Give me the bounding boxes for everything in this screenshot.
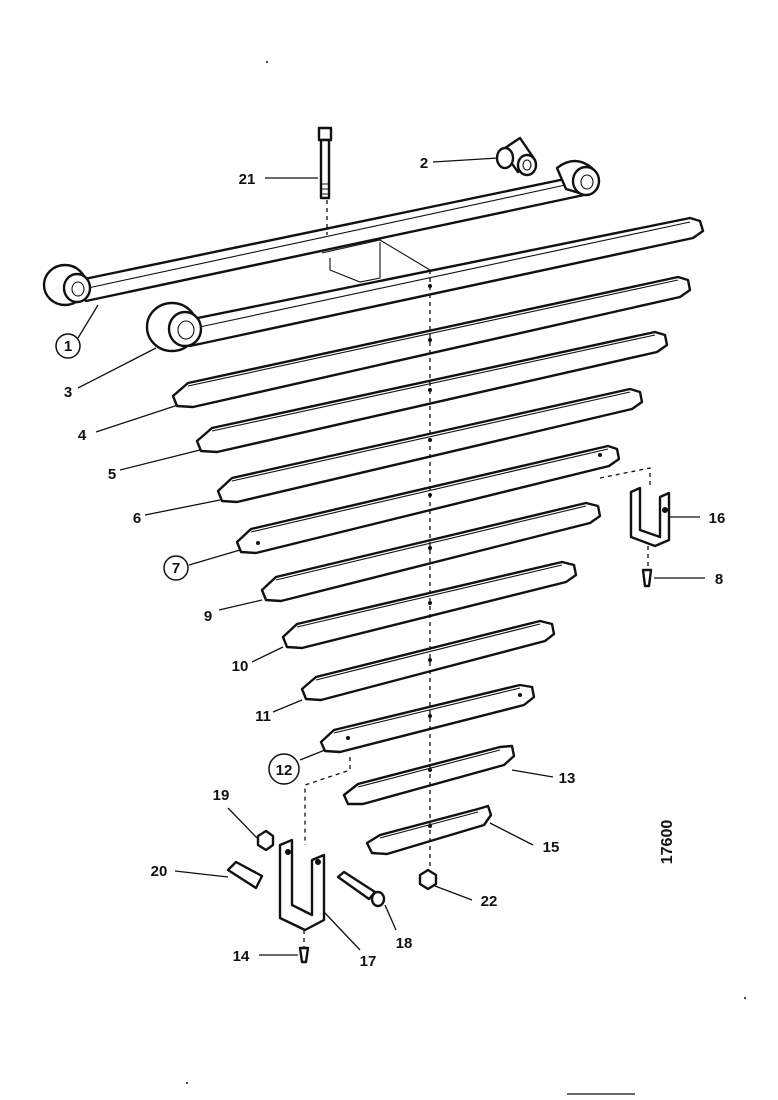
- leaf-13: [342, 744, 516, 806]
- part-label-6: 6: [133, 510, 141, 527]
- part-label-18: 18: [396, 935, 413, 952]
- leaf-10: [281, 560, 578, 650]
- leaf-1-main: [42, 159, 601, 307]
- nut-22: [418, 868, 438, 891]
- bushing-2: [495, 136, 538, 177]
- leaf-11: [300, 619, 556, 702]
- part-label-22: 22: [481, 893, 498, 910]
- leader-lines: [77, 157, 705, 956]
- leaf-15: [365, 804, 493, 856]
- part-label-12: 12: [276, 762, 293, 779]
- rebound-clip-17: [278, 757, 351, 964]
- part-label-9: 9: [204, 608, 212, 625]
- leaf-6: [216, 387, 644, 504]
- part-label-17: 17: [360, 953, 377, 970]
- part-label-11: 11: [255, 708, 271, 725]
- rebound-clip-16: [599, 467, 671, 588]
- part-label-2: 2: [420, 155, 428, 172]
- drawing-reference-number: 17600: [659, 820, 676, 865]
- part-label-21: 21: [239, 171, 256, 188]
- part-label-13: 13: [559, 770, 576, 787]
- part-label-5: 5: [108, 466, 116, 483]
- part-label-7: 7: [172, 560, 180, 577]
- leaf-7: [235, 444, 621, 555]
- spacer-tube-20: [226, 860, 264, 890]
- part-label-15: 15: [543, 839, 560, 856]
- centre-bolt-21: [317, 126, 333, 200]
- part-label-3: 3: [64, 384, 72, 401]
- part-label-16: 16: [709, 510, 726, 527]
- centre-clamp-block: [321, 239, 431, 283]
- leaf-12: [319, 683, 536, 754]
- part-label-4: 4: [78, 427, 87, 444]
- part-label-19: 19: [213, 787, 230, 804]
- scan-specks: [186, 61, 746, 1095]
- leaf-9: [260, 501, 602, 603]
- part-label-1: 1: [64, 338, 72, 355]
- part-label-10: 10: [232, 658, 249, 675]
- part-label-20: 20: [151, 863, 168, 880]
- leaf-4: [171, 275, 692, 409]
- part-label-14: 14: [233, 948, 250, 965]
- part-label-8: 8: [715, 571, 723, 588]
- label-circles: [55, 333, 300, 785]
- bolt-18: [336, 870, 386, 908]
- leaf-3-with-eye: [145, 216, 705, 353]
- nut-19: [256, 829, 275, 852]
- leaf-5: [195, 330, 669, 454]
